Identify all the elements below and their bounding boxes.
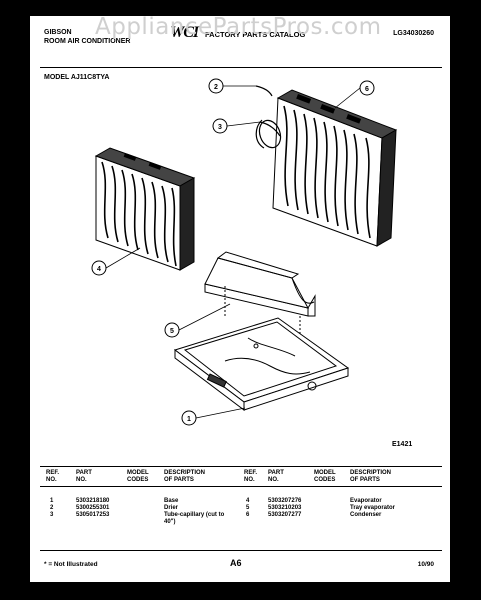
callout-label: 6 xyxy=(365,86,369,93)
wci-logo: WCI xyxy=(170,24,199,41)
part-column: 5303207276 5303210203 5303207277 xyxy=(268,498,301,519)
brand-name: GIBSON xyxy=(44,29,72,36)
table-cell: 1 xyxy=(50,498,54,504)
table-cell: 5305017253 xyxy=(76,512,110,518)
callout-label: 5 xyxy=(170,328,174,335)
table-cell: Tray evaporator xyxy=(350,505,396,511)
table-cell: 5300255301 xyxy=(76,505,110,511)
table-header-divider xyxy=(40,486,442,487)
exploded-parts-diagram: 2 3 6 4 5 1 E1421 xyxy=(91,78,412,448)
table-bottom-divider xyxy=(40,550,442,551)
callout-label: 4 xyxy=(97,266,101,273)
callout-6 xyxy=(359,80,375,96)
callout-2 xyxy=(208,78,224,94)
parts-catalog-page: GIBSON ROOM AIR CONDITIONER WCI FACTORY … xyxy=(30,16,450,582)
model-number: MODEL AJ11C8TYA xyxy=(44,74,110,81)
page-number: A6 xyxy=(230,558,242,568)
product-type: ROOM AIR CONDITIONER xyxy=(44,38,131,45)
callout-5 xyxy=(164,322,180,338)
callout-3 xyxy=(212,118,228,134)
header-desc: DESCRIPTION OF PARTS xyxy=(164,470,206,483)
callout-label: 1 xyxy=(187,416,191,423)
figure-code: E1421 xyxy=(392,441,412,448)
header-ref: REF. NO. xyxy=(244,470,258,483)
table-cell: Drier xyxy=(164,505,179,511)
callout-1 xyxy=(181,410,197,426)
table-cell: Evaporator xyxy=(350,498,382,504)
table-cell: 6 xyxy=(246,512,250,518)
table-cell: 5303218180 xyxy=(76,498,110,504)
not-illustrated-note: * = Not Illustrated xyxy=(44,561,98,568)
table-cell: 3 xyxy=(50,512,54,518)
callout-label: 3 xyxy=(218,124,222,131)
catalog-code: LG34030260 xyxy=(393,30,434,37)
table-cell: 5303210203 xyxy=(268,505,302,511)
table-cell: Base xyxy=(164,498,179,504)
table-cell: Condenser xyxy=(350,512,382,518)
catalog-date: 10/90 xyxy=(417,561,434,568)
table-cell: 5 xyxy=(246,505,250,511)
site-watermark: AppliancePartsPros.com xyxy=(95,14,382,40)
table-cell: 2 xyxy=(50,505,54,511)
drier-and-capillary-tube xyxy=(255,85,282,149)
header-divider xyxy=(40,67,442,68)
table-top-divider xyxy=(40,466,442,467)
ref-column: 1 2 3 xyxy=(50,498,53,519)
evaporator-tray xyxy=(204,251,316,346)
header-part: PART NO. xyxy=(268,470,284,483)
table-cell: Tube-capillary (cut to 40") xyxy=(164,512,225,525)
condenser-coil xyxy=(272,89,398,247)
ref-column: 4 5 6 xyxy=(246,498,249,519)
desc-column: Base Drier Tube-capillary (cut to 40") xyxy=(164,498,234,526)
header-desc: DESCRIPTION OF PARTS xyxy=(350,470,392,483)
callout-4 xyxy=(91,260,107,276)
header-model: MODEL CODES xyxy=(314,470,336,483)
desc-column: Evaporator Tray evaporator Condenser xyxy=(350,498,395,519)
parts-table: REF. NO. PART NO. MODEL CODES DESCRIPTIO… xyxy=(30,470,450,540)
header-part: PART NO. xyxy=(76,470,92,483)
table-cell: 5303207277 xyxy=(268,512,302,518)
table-cell: 4 xyxy=(246,498,250,504)
catalog-title: FACTORY PARTS CATALOG xyxy=(205,30,306,39)
callout-leaders xyxy=(105,85,361,419)
header-model: MODEL CODES xyxy=(127,470,149,483)
header-ref: REF. NO. xyxy=(46,470,60,483)
part-column: 5303218180 5300255301 5305017253 xyxy=(76,498,109,519)
table-cell: 5303207276 xyxy=(268,498,302,504)
evaporator-coil xyxy=(94,147,196,271)
base-pan xyxy=(173,317,350,412)
callout-label: 2 xyxy=(214,84,218,91)
